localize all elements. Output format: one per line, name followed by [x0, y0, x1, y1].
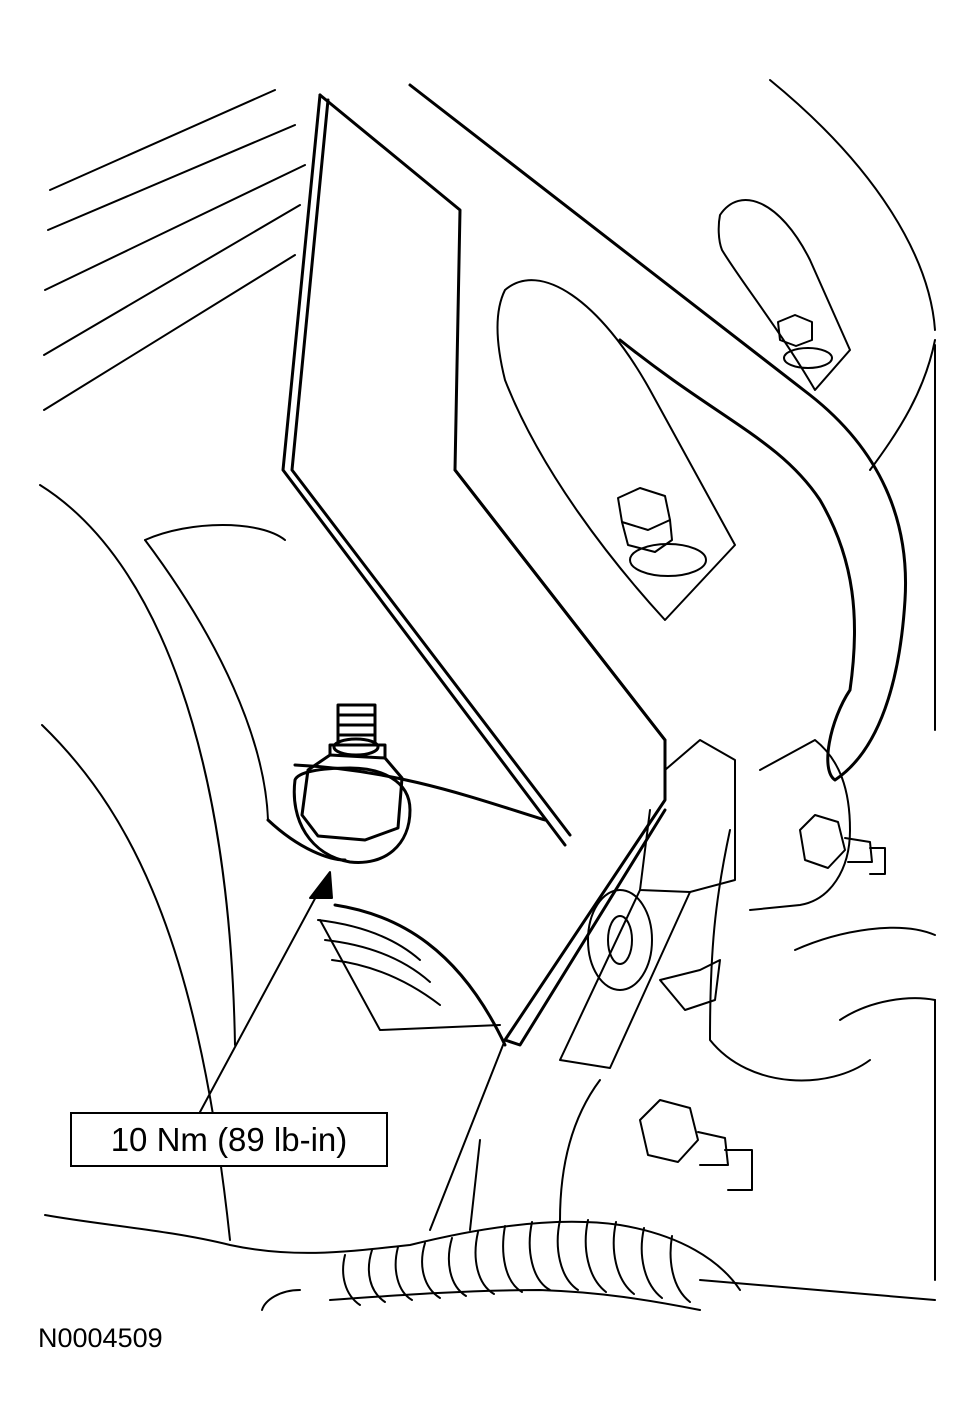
upper-nut-center — [617, 487, 707, 577]
foot-shadow-contours — [317, 919, 501, 1031]
torque-leader-arrow — [199, 871, 333, 1113]
wiring-harness — [44, 1214, 741, 1311]
upper-nut-right — [777, 314, 833, 369]
background-contours — [39, 79, 936, 1241]
bracket-foot — [266, 763, 547, 1047]
bracket-slots — [496, 199, 851, 621]
loom-ribs — [342, 1219, 691, 1306]
figure-id-label: N0004509 — [38, 1323, 163, 1353]
lower-bolt — [292, 703, 412, 864]
torque-callout-label: 10 Nm (89 lb-in) — [70, 1112, 388, 1167]
mount-blocks — [559, 739, 936, 1082]
right-upper-stud — [799, 814, 886, 875]
right-lower-stud — [639, 1099, 753, 1191]
frame-lines — [429, 999, 936, 1301]
hatch-lines — [43, 89, 306, 411]
main-bracket — [281, 83, 908, 1047]
